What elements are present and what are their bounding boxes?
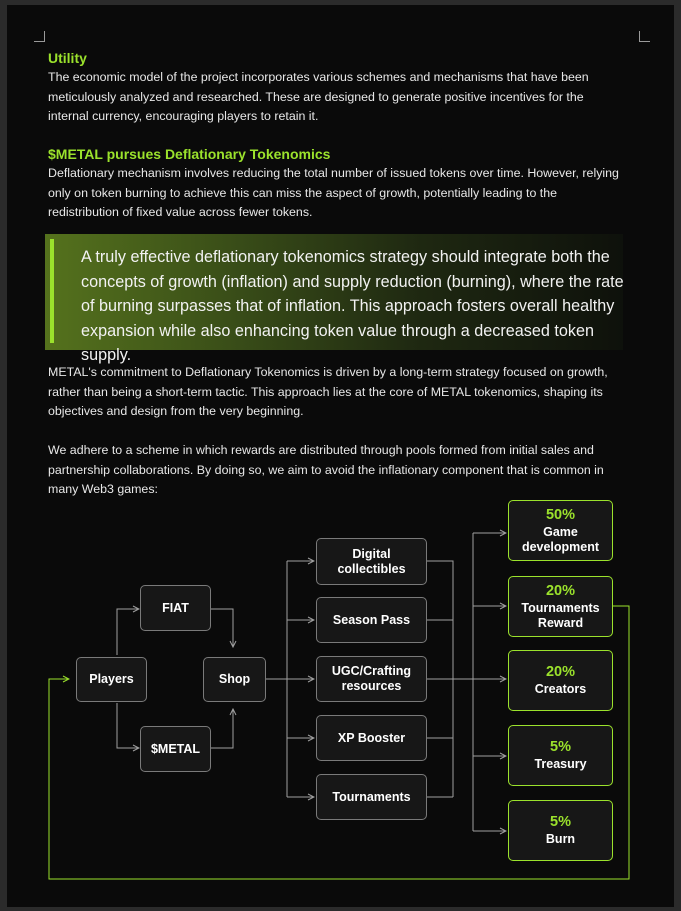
quote-accent-bar	[50, 239, 54, 343]
utility-heading: Utility	[48, 50, 87, 66]
allocation-percent: 20%	[545, 582, 576, 599]
allocation-label: Burn	[545, 832, 576, 847]
allocation-burn: 5% Burn	[508, 800, 613, 861]
allocation-percent: 5%	[550, 739, 571, 756]
allocation-treasury: 5% Treasury	[508, 725, 613, 786]
deflation-paragraph: Deflationary mechanism involves reducing…	[48, 166, 619, 219]
xp-booster-node: XP Booster	[316, 715, 427, 761]
allocation-percent: 20%	[545, 664, 576, 681]
allocation-percent: 50%	[545, 506, 576, 523]
ugc-crafting-node: UGC/Crafting resources	[316, 656, 427, 702]
crop-mark-top-right	[639, 31, 650, 42]
allocation-tournaments-reward: 20% Tournaments Reward	[508, 576, 613, 637]
tournaments-node: Tournaments	[316, 774, 427, 820]
allocation-label: Creators	[534, 682, 587, 697]
shop-node: Shop	[203, 657, 266, 702]
digital-collectibles-node: Digital collectibles	[316, 538, 427, 585]
allocation-label: Treasury	[534, 757, 587, 772]
allocation-game-development: 50% Game development	[508, 500, 613, 561]
allocation-label: Game development	[521, 524, 600, 555]
allocation-label: Tournaments Reward	[521, 600, 600, 631]
commitment-paragraph: METAL's commitment to Deflationary Token…	[48, 365, 608, 418]
crop-mark-top-left	[34, 31, 45, 42]
quote-highlight-background	[45, 234, 623, 350]
deflation-heading: $METAL pursues Deflationary Tokenomics	[48, 146, 331, 162]
allocation-creators: 20% Creators	[508, 650, 613, 711]
allocation-percent: 5%	[550, 814, 571, 831]
metal-node: $METAL	[140, 726, 211, 772]
utility-paragraph: The economic model of the project incorp…	[48, 70, 589, 123]
fiat-node: FIAT	[140, 585, 211, 631]
scheme-paragraph: We adhere to a scheme in which rewards a…	[48, 443, 604, 496]
season-pass-node: Season Pass	[316, 597, 427, 643]
flow-diagram-connectors	[48, 5, 630, 880]
document-page: Utility The economic model of the projec…	[7, 5, 674, 907]
players-node: Players	[76, 657, 147, 702]
quote-text: A truly effective deflationary tokenomic…	[81, 248, 624, 364]
